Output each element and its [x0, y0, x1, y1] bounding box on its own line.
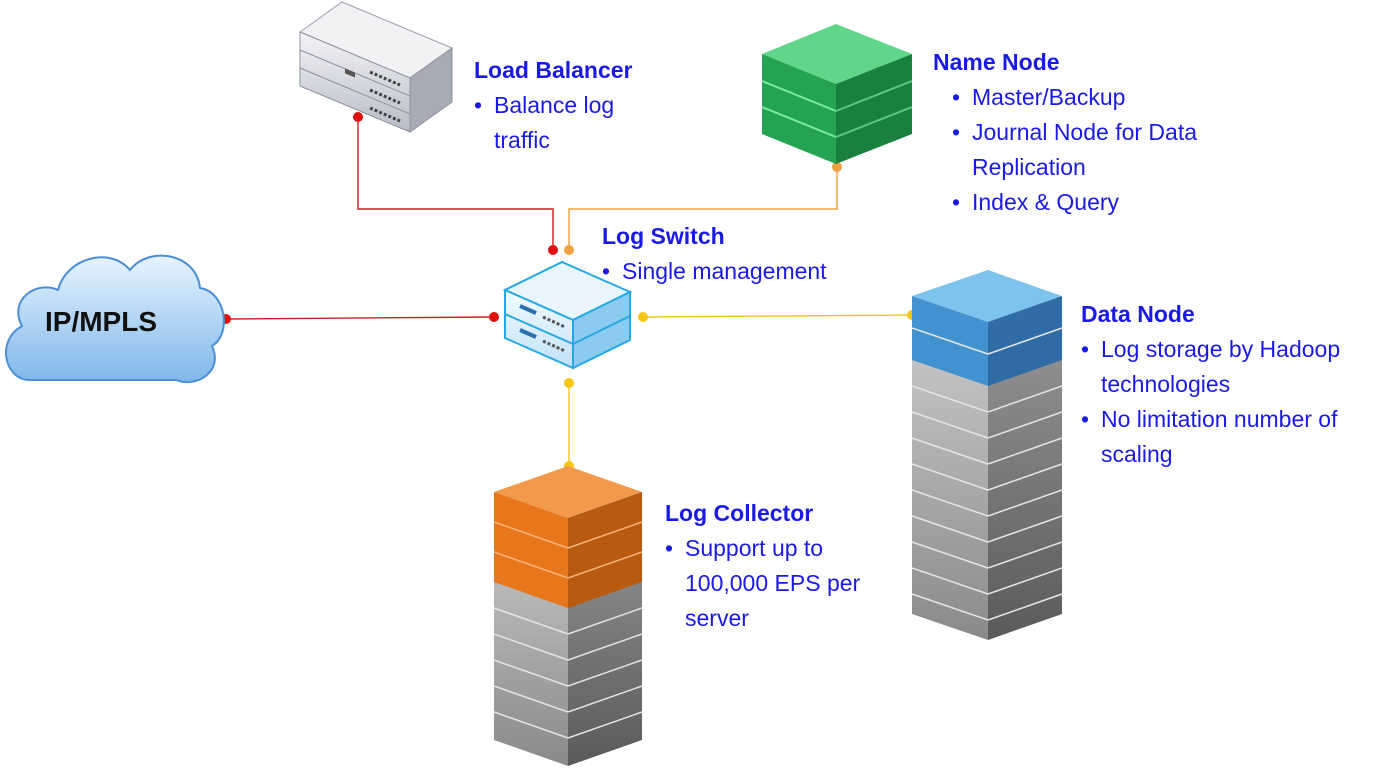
data-node-label: Data Node Log storage by Hadoop technolo…	[1081, 297, 1381, 472]
port-dot	[353, 112, 363, 122]
port-dot	[564, 378, 574, 388]
load-balancer-icon	[298, 1, 454, 133]
node-bullet: Support up to 100,000 EPS per server	[665, 531, 880, 636]
name-node-icon	[761, 24, 913, 164]
link-load-balancer-switch	[357, 117, 554, 250]
data-node-icon	[911, 270, 1063, 640]
node-title: Log Collector	[665, 500, 814, 526]
log-switch-icon	[502, 260, 633, 370]
node-bullet: Journal Node for Data Replication	[952, 115, 1242, 185]
port-dot	[832, 162, 842, 172]
port-dot	[564, 245, 574, 255]
cloud-label: IP/MPLS	[44, 306, 157, 337]
node-bullet: Index & Query	[952, 185, 1263, 220]
log-collector-icon	[493, 466, 643, 766]
node-title: Name Node	[933, 49, 1060, 75]
link-switch-data-node	[642, 314, 913, 318]
node-title: Load Balancer	[474, 57, 633, 83]
link-cloud-switch	[225, 316, 495, 320]
load-balancer-label: Load Balancer Balance log traffic	[474, 53, 654, 158]
port-dot	[548, 245, 558, 255]
name-node-label: Name Node Master/Backup Journal Node for…	[933, 45, 1263, 220]
connections	[225, 117, 913, 466]
node-bullet: Balance log traffic	[474, 88, 654, 158]
port-dot	[638, 312, 648, 322]
cloud-icon	[5, 254, 225, 384]
link-name-node-switch	[568, 167, 838, 250]
node-title: Data Node	[1081, 301, 1195, 327]
log-collector-label: Log Collector Support up to 100,000 EPS …	[665, 496, 880, 636]
node-bullet: Master/Backup	[952, 80, 1263, 115]
port-dot	[489, 312, 499, 322]
node-bullet: Single management	[602, 254, 902, 289]
node-title: Log Switch	[602, 223, 725, 249]
node-bullet: Log storage by Hadoop technologies	[1081, 332, 1376, 402]
log-switch-label: Log Switch Single management	[602, 219, 902, 289]
node-bullet: No limitation number of scaling	[1081, 402, 1376, 472]
